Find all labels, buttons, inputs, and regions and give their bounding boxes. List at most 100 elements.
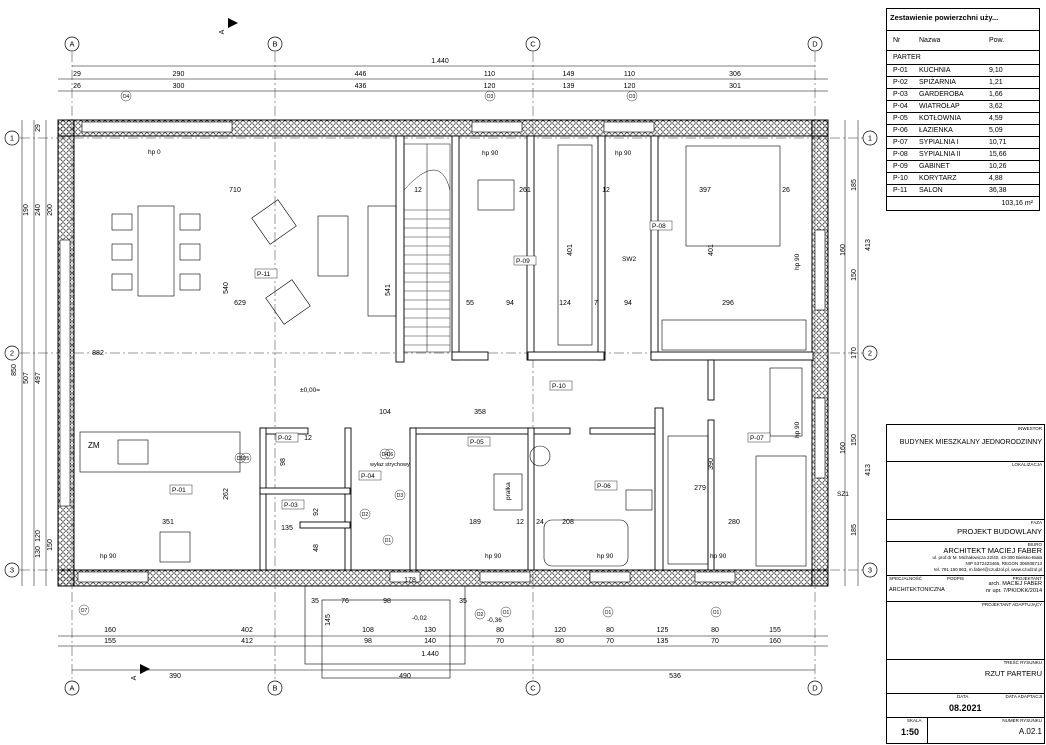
door-tag-circle [78,604,90,616]
room-label-P-03: P-03 [284,502,298,509]
dim-top-row2: 301 [729,83,741,90]
dim-right: 413 [865,464,872,476]
axis-marker-D-top [807,36,823,52]
door-tag-circle [234,452,246,464]
tb-inwestor: INWESTOR BUDYNEK MIESZKALNY JEDNORODZINN… [887,425,1044,462]
dim-right: 150 [851,434,858,446]
axis-label-2: 2 [868,349,872,358]
tb-podpis-label: PODPIS [947,576,965,581]
room-tag-P-06 [594,480,618,491]
axis-label-A: A [69,684,74,693]
schedule-row-area: 3,62 [989,103,1003,110]
schedule-title: Zestawienie powierzchni uży... [887,9,1039,31]
dim-interior: 189 [469,519,481,526]
dim-bottom-row2: 70 [496,638,504,645]
axis-label-A: A [69,40,74,49]
tb-spec-value: ARCHITEKTONICZNA [889,587,945,593]
door-tag-circle [384,448,396,460]
tb-biuro-nip: NIP 5372423465, REGON 306938713 [965,561,1042,566]
dim-interior: 401 [708,244,715,256]
axis-label-D: D [812,684,818,693]
tb-uprawnienia: nr upr. 7/PKIOKK/2014 [986,588,1042,594]
tb-faza-label: FAZA [1030,520,1042,525]
dim-bottom-row1: 108 [362,627,374,634]
room-label-P-09: P-09 [516,258,530,265]
dim-bottom-row1: 402 [241,627,253,634]
dim-interior: 7 [594,300,598,307]
axis-label-2: 2 [10,349,14,358]
room-label-P-11: P-11 [257,271,271,278]
dim-bottom-row2: 412 [241,638,253,645]
bed [685,145,781,247]
dim-interior: 135 [281,525,293,532]
dim-bottom-390: 390 [169,673,181,680]
door-tag-O7: O7 [81,608,88,614]
door-tag-circle [602,606,614,618]
schedule-row-area: 5,09 [989,127,1003,134]
dim-interior: 55 [466,300,474,307]
room-tag-P-09 [513,255,537,266]
dim-terrace-total: 490 [399,673,411,680]
dim-interior: 12 [516,519,524,526]
door-tag-O3: O3 [487,94,494,100]
tb-projektant: SPECJALNOŚĆ ARCHITEKTONICZNA PODPIS PROJ… [887,575,1044,602]
dim-left: 850 [11,364,18,376]
section-arrow [140,664,150,674]
door-tag-circle [382,534,394,546]
schedule-row-name: SPIŻARNIA [919,79,956,86]
col-nr: Nr [893,37,901,44]
hp90-label-7: hp 90 [794,253,801,270]
tb-skala-value: 1:50 [901,727,920,737]
room-label-P-01: P-01 [172,487,186,494]
hp90-label-5: hp 90 [597,553,614,560]
axis-label-3: 3 [868,566,872,575]
room-label-P-07: P-07 [750,435,764,442]
dim-right: 185 [851,179,858,191]
dim-bottom-row1: 130 [424,627,436,634]
tb-biuro-addr: ul. prof.dr M. Michałowicza 22/40, 43-30… [932,555,1042,560]
tb-tresc-label: TREŚĆ RYSUNKU [1003,660,1042,665]
sw2-label: SW2 [622,256,636,263]
section-label: A [219,29,226,34]
dim-interior: 279 [694,485,706,492]
staircase [403,143,451,353]
room-tag-P-10 [549,380,573,391]
sofa [367,205,397,317]
door-tag-circle [474,608,486,620]
door-tag-D1: D1 [385,538,392,544]
dim-interior: 882 [92,350,104,357]
dim-interior: 12 [602,187,610,194]
dim-interior: 351 [162,519,174,526]
dim-interior: 26 [782,187,790,194]
dim-interior: 98 [280,458,287,466]
dim-interior: 92 [313,508,320,516]
area-schedule: Zestawienie powierzchni uży... Nr Nazwa … [886,8,1040,211]
axis-label-B: B [272,40,277,49]
schedule-row-nr: P-08 [893,151,908,158]
dim-interior: 390 [708,458,715,470]
dim-right: 185 [851,524,858,536]
dim-interior: 397 [699,187,711,194]
room-tag-P-03 [281,499,305,510]
dim-right: 160 [840,442,847,454]
axis-marker-C-top [525,36,541,52]
dim-bottom-row2: 70 [606,638,614,645]
axis-marker-2-left [4,345,20,361]
tb-projektant-label: PROJEKTANT [1012,576,1042,581]
schedule-row-nr: P-02 [893,79,908,86]
schedule-row-nr: P-06 [893,127,908,134]
dim-bottom-row2: 98 [364,638,372,645]
door-tag-circle [240,452,252,464]
door-tag-D3: D3 [397,493,404,499]
door-tag-circle [379,448,391,460]
schedule-row-name: KORYTARZ [919,175,957,182]
dim-interior: 358 [474,409,486,416]
tb-biuro-tel: tel. 791 150 963, m.faber@czudzol.pl, ww… [934,567,1042,572]
dim-bottom-row1: 125 [657,627,669,634]
dim-interior: 296 [722,300,734,307]
dim-interior: 401 [567,244,574,256]
schedule-row-name: SYPIALNIA I [919,139,959,146]
